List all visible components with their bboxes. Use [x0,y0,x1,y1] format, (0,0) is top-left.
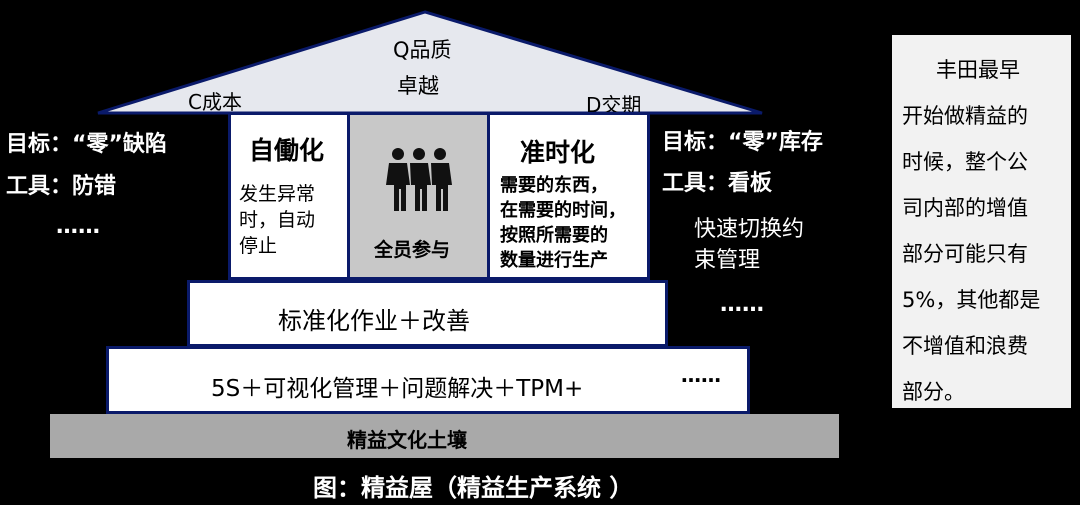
jidoka-desc: 时，自动 [239,209,316,231]
jit-title: 准时化 [520,138,596,167]
note-line: 5%，其他都是 [902,288,1041,312]
jit-desc: 在需要的时间， [500,200,626,221]
jidoka-desc: 停止 [239,235,278,257]
left-more: …… [56,214,100,239]
pillar-participation: 全员参与 [347,112,490,280]
left-goal: 目标：“零”缺陷 [6,132,167,157]
note-line: 丰田最早 [936,58,1020,82]
right-desc: 束管理 [694,248,761,273]
note-line: 司内部的增值 [902,196,1028,220]
right-more: …… [720,292,764,317]
band-foundation: 5S＋可视化管理＋问题解决＋TPM+ …… [106,346,750,414]
roof-cost: C成本 [188,90,242,114]
band1-text: 标准化作业＋改善 [278,307,470,335]
jidoka-desc: 发生异常 [239,183,316,205]
note-line: 开始做精益的 [902,104,1028,128]
band2-more: …… [681,363,721,387]
jit-desc: 需要的东西， [500,175,608,196]
note-line: 部分可能只有 [902,242,1028,266]
pillar-jidoka: 自働化 发生异常 时，自动 停止 [228,112,350,280]
note-line: 时候，整个公 [902,150,1028,174]
soil-text: 精益文化土壤 [347,428,467,452]
right-desc: 快速切换约 [694,217,805,242]
people-group-icon [386,148,452,211]
jidoka-title: 自働化 [249,136,325,165]
jit-desc: 按照所需要的 [500,225,608,246]
roof-quality: Q品质 [393,38,452,62]
note-box: 丰田最早 开始做精益的 时候，整个公 司内部的增值 部分可能只有 5%，其他都是… [892,35,1071,408]
note-line: 部分。 [902,380,965,404]
soil-base: 精益文化土壤 [50,414,839,458]
left-tool: 工具：防错 [6,174,117,199]
roof-excellence: 卓越 [397,74,439,98]
jit-desc: 数量进行生产 [500,250,608,271]
note-line: 不增值和浪费 [902,334,1028,358]
band2-text: 5S＋可视化管理＋问题解决＋TPM+ [211,376,584,402]
participation-label: 全员参与 [374,239,451,261]
right-goal: 目标：“零”库存 [662,130,823,155]
right-tool: 工具：看板 [662,171,773,196]
caption: 图：精益屋（精益生产系统 ） [313,474,634,502]
band-standard-work: 标准化作业＋改善 [187,280,668,347]
pillar-jit: 准时化 需要的东西， 在需要的时间， 按照所需要的 数量进行生产 [487,112,650,280]
